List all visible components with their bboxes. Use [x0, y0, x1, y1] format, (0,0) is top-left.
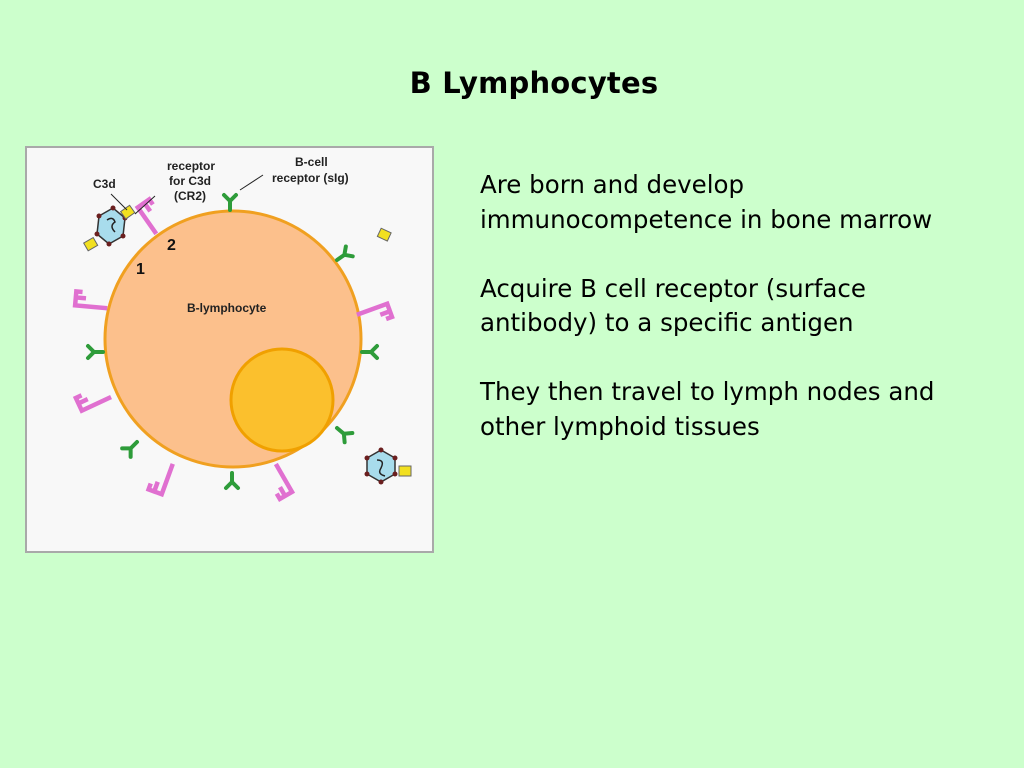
- paragraph-bone-marrow: Are born and develop immunocompetence in…: [480, 170, 933, 234]
- paragraph-receptor: Acquire B cell receptor (surface antibod…: [480, 273, 866, 338]
- label-receptor-c3d-3: (CR2): [174, 189, 206, 203]
- bcr-antibodies: [86, 193, 379, 490]
- cr2-receptor-icon: [134, 196, 159, 236]
- cr2-receptor-icon: [72, 393, 112, 414]
- antibody-icon: [224, 471, 240, 490]
- antibody-icon: [360, 344, 379, 360]
- label-c3d: C3d: [93, 177, 116, 191]
- paragraph-lymph-nodes: They then travel to lymph nodes and othe…: [480, 377, 935, 441]
- label-bcr-2: receptor (sIg): [272, 171, 349, 185]
- b-lymphocyte-diagram: C3d receptor for C3d (CR2) B-cell recept…: [25, 146, 434, 553]
- cr2-receptor-icon: [145, 463, 175, 498]
- slide-body: Are born and develop immunocompetence in…: [480, 168, 1000, 479]
- callout-lines: [110, 174, 264, 215]
- label-bcr-1: B-cell: [295, 155, 328, 169]
- antibody-icon: [120, 440, 139, 459]
- label-receptor-c3d-2: for C3d: [169, 174, 211, 188]
- c3d-fragment-icon: [376, 227, 392, 242]
- antigen-c3d-complex-upper: [82, 204, 136, 252]
- antibody-icon: [86, 344, 105, 360]
- cr2-receptor-icon: [273, 462, 296, 503]
- cr2-receptor-icon: [356, 300, 395, 322]
- antibody-icon: [335, 244, 355, 262]
- antigen-icon: [96, 207, 126, 245]
- antigen-dots: [94, 205, 128, 247]
- antibody-icon: [222, 193, 238, 212]
- label-number-2: 2: [167, 237, 176, 254]
- c3d-fragment-icon: [398, 465, 412, 477]
- label-number-1: 1: [136, 261, 145, 278]
- antigen-icon: [366, 449, 396, 483]
- label-receptor-c3d-1: receptor: [167, 159, 215, 173]
- antigen-c3d-complex-lower: [364, 447, 412, 485]
- label-b-lymphocyte: B-lymphocyte: [187, 301, 267, 315]
- cr2-receptors: [72, 196, 395, 503]
- slide-title: B Lymphocytes: [409, 66, 659, 100]
- antigen-dots: [364, 447, 398, 485]
- c3d-fragment-icon: [82, 236, 99, 252]
- diagram-canvas: C3d receptor for C3d (CR2) B-cell recept…: [72, 155, 412, 503]
- cell-nucleus: [229, 347, 335, 453]
- cr2-receptor-icon: [72, 289, 108, 311]
- antibody-icon: [335, 426, 355, 445]
